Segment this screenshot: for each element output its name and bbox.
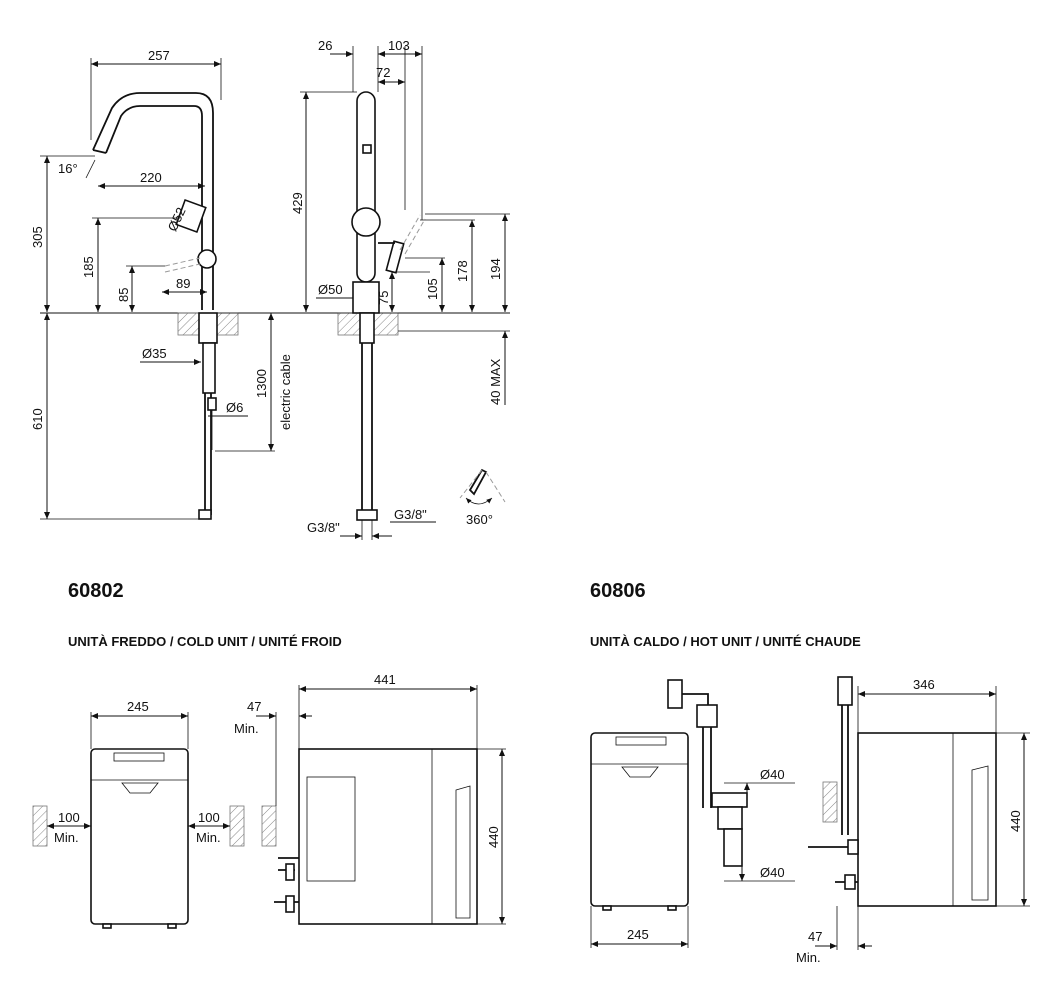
- base-side: [352, 281, 380, 314]
- lever-ghost: [164, 257, 201, 267]
- dim-72: 72: [376, 65, 390, 80]
- lever-ghost-2: [164, 263, 201, 273]
- dim-d40-bottom: Ø40: [760, 865, 785, 880]
- dim-440-hot: 440: [1008, 810, 1023, 832]
- hot-unit-side: 346 440 47 Min.: [796, 676, 1030, 965]
- dim-d35: Ø35: [142, 346, 167, 361]
- lever-hub: [197, 249, 217, 269]
- hot-unit-body: [590, 732, 689, 907]
- shank-lower: [202, 342, 216, 394]
- product-code-hot: 60806: [590, 580, 646, 602]
- cold-side-body: [298, 748, 478, 925]
- wall-right: [229, 805, 245, 847]
- dim-89: 89: [176, 276, 190, 291]
- hot-trap-top: [711, 792, 748, 808]
- cable-connector: [207, 397, 217, 411]
- handle-side: [351, 207, 381, 237]
- faucet-side-view: 26 103 72 429 Ø50 75 105 178 194 40 MAX …: [290, 38, 510, 540]
- dim-40max: 40 MAX: [488, 358, 503, 405]
- dim-d50: Ø50: [318, 282, 343, 297]
- lever-side: [385, 240, 405, 274]
- handle-knob: [175, 198, 207, 234]
- dim-g38-left: G3/8": [307, 520, 340, 535]
- cold-unit-handle: [121, 782, 159, 794]
- dim-85: 85: [116, 288, 131, 302]
- dim-194: 194: [488, 258, 503, 280]
- min-cold-side: Min.: [234, 721, 259, 736]
- min-right: Min.: [196, 830, 221, 845]
- dim-47-hot: 47: [808, 929, 822, 944]
- dim-16deg: 16°: [58, 161, 78, 176]
- dim-100-left: 100: [58, 810, 80, 825]
- product-subtitle-cold: UNITÀ FREDDO / COLD UNIT / UNITÉ FROID: [68, 634, 342, 649]
- hose-nut: [198, 509, 212, 520]
- dim-d40-top: Ø40: [760, 767, 785, 782]
- spout-tip: [92, 149, 107, 154]
- dim-440-cold: 440: [486, 826, 501, 848]
- hose-nut-side: [356, 509, 378, 521]
- hot-side-valve: [837, 676, 853, 706]
- dim-441: 441: [374, 672, 396, 687]
- dim-257: 257: [148, 48, 170, 63]
- wall-back: [261, 805, 277, 847]
- hot-top-valve: [667, 679, 683, 709]
- dim-610: 610: [30, 408, 45, 430]
- wall-back-hot: [822, 781, 838, 823]
- cold-side-vent: [306, 776, 356, 882]
- product-subtitle-hot: UNITÀ CALDO / HOT UNIT / UNITÉ CHAUDE: [590, 634, 861, 649]
- wall-left: [32, 805, 48, 847]
- faucet-front-view: 257 220 16° Ø52 305 185 85 89 610 Ø35 Ø6…: [30, 48, 510, 520]
- dim-26: 26: [318, 38, 332, 53]
- hot-trap-tail: [723, 828, 743, 867]
- hot-trap-mid: [717, 806, 743, 830]
- shank-side: [359, 312, 375, 344]
- dim-429: 429: [290, 192, 305, 214]
- dim-d6: Ø6: [226, 400, 243, 415]
- cold-unit-body: [90, 748, 189, 925]
- dim-346: 346: [913, 677, 935, 692]
- dim-305: 305: [30, 226, 45, 248]
- dim-1300: 1300: [254, 369, 269, 398]
- rotation-arrow-icon: [465, 497, 493, 505]
- min-left: Min.: [54, 830, 79, 845]
- product-code-cold: 60802: [68, 580, 124, 602]
- dim-185: 185: [81, 256, 96, 278]
- spout-inner: [105, 105, 203, 310]
- electric-cable-label: electric cable: [278, 354, 293, 430]
- rotation-lever-icon: [468, 468, 488, 496]
- dim-100-right: 100: [198, 810, 220, 825]
- shank: [198, 312, 218, 344]
- dim-75: 75: [376, 291, 391, 305]
- dim-g38-right: G3/8": [394, 507, 427, 522]
- cold-unit-side: 441 47 Min. 440: [234, 672, 506, 925]
- hot-unit-handle: [621, 766, 659, 778]
- cold-side-handle: [455, 785, 471, 919]
- dim-245-hot: 245: [627, 927, 649, 942]
- dim-47-cold: 47: [247, 699, 261, 714]
- hot-side-handle: [971, 765, 989, 901]
- spout-outline: [92, 92, 214, 310]
- hot-side-body: [857, 732, 997, 907]
- cold-unit-front: 245 100 Min. 100 Min.: [32, 699, 245, 929]
- dim-360: 360°: [466, 512, 493, 527]
- hot-valve-body: [696, 704, 718, 728]
- dim-178: 178: [455, 260, 470, 282]
- cold-unit-display: [113, 752, 165, 762]
- dim-220: 220: [140, 170, 162, 185]
- spout-body-side: [356, 91, 376, 283]
- dim-245-cold: 245: [127, 699, 149, 714]
- aerator-mark: [362, 144, 372, 154]
- min-hot-side: Min.: [796, 950, 821, 965]
- dim-105: 105: [425, 278, 440, 300]
- hot-unit-display: [615, 736, 667, 746]
- hot-unit-front: Ø40 Ø40 245: [590, 679, 795, 948]
- dim-103: 103: [388, 38, 410, 53]
